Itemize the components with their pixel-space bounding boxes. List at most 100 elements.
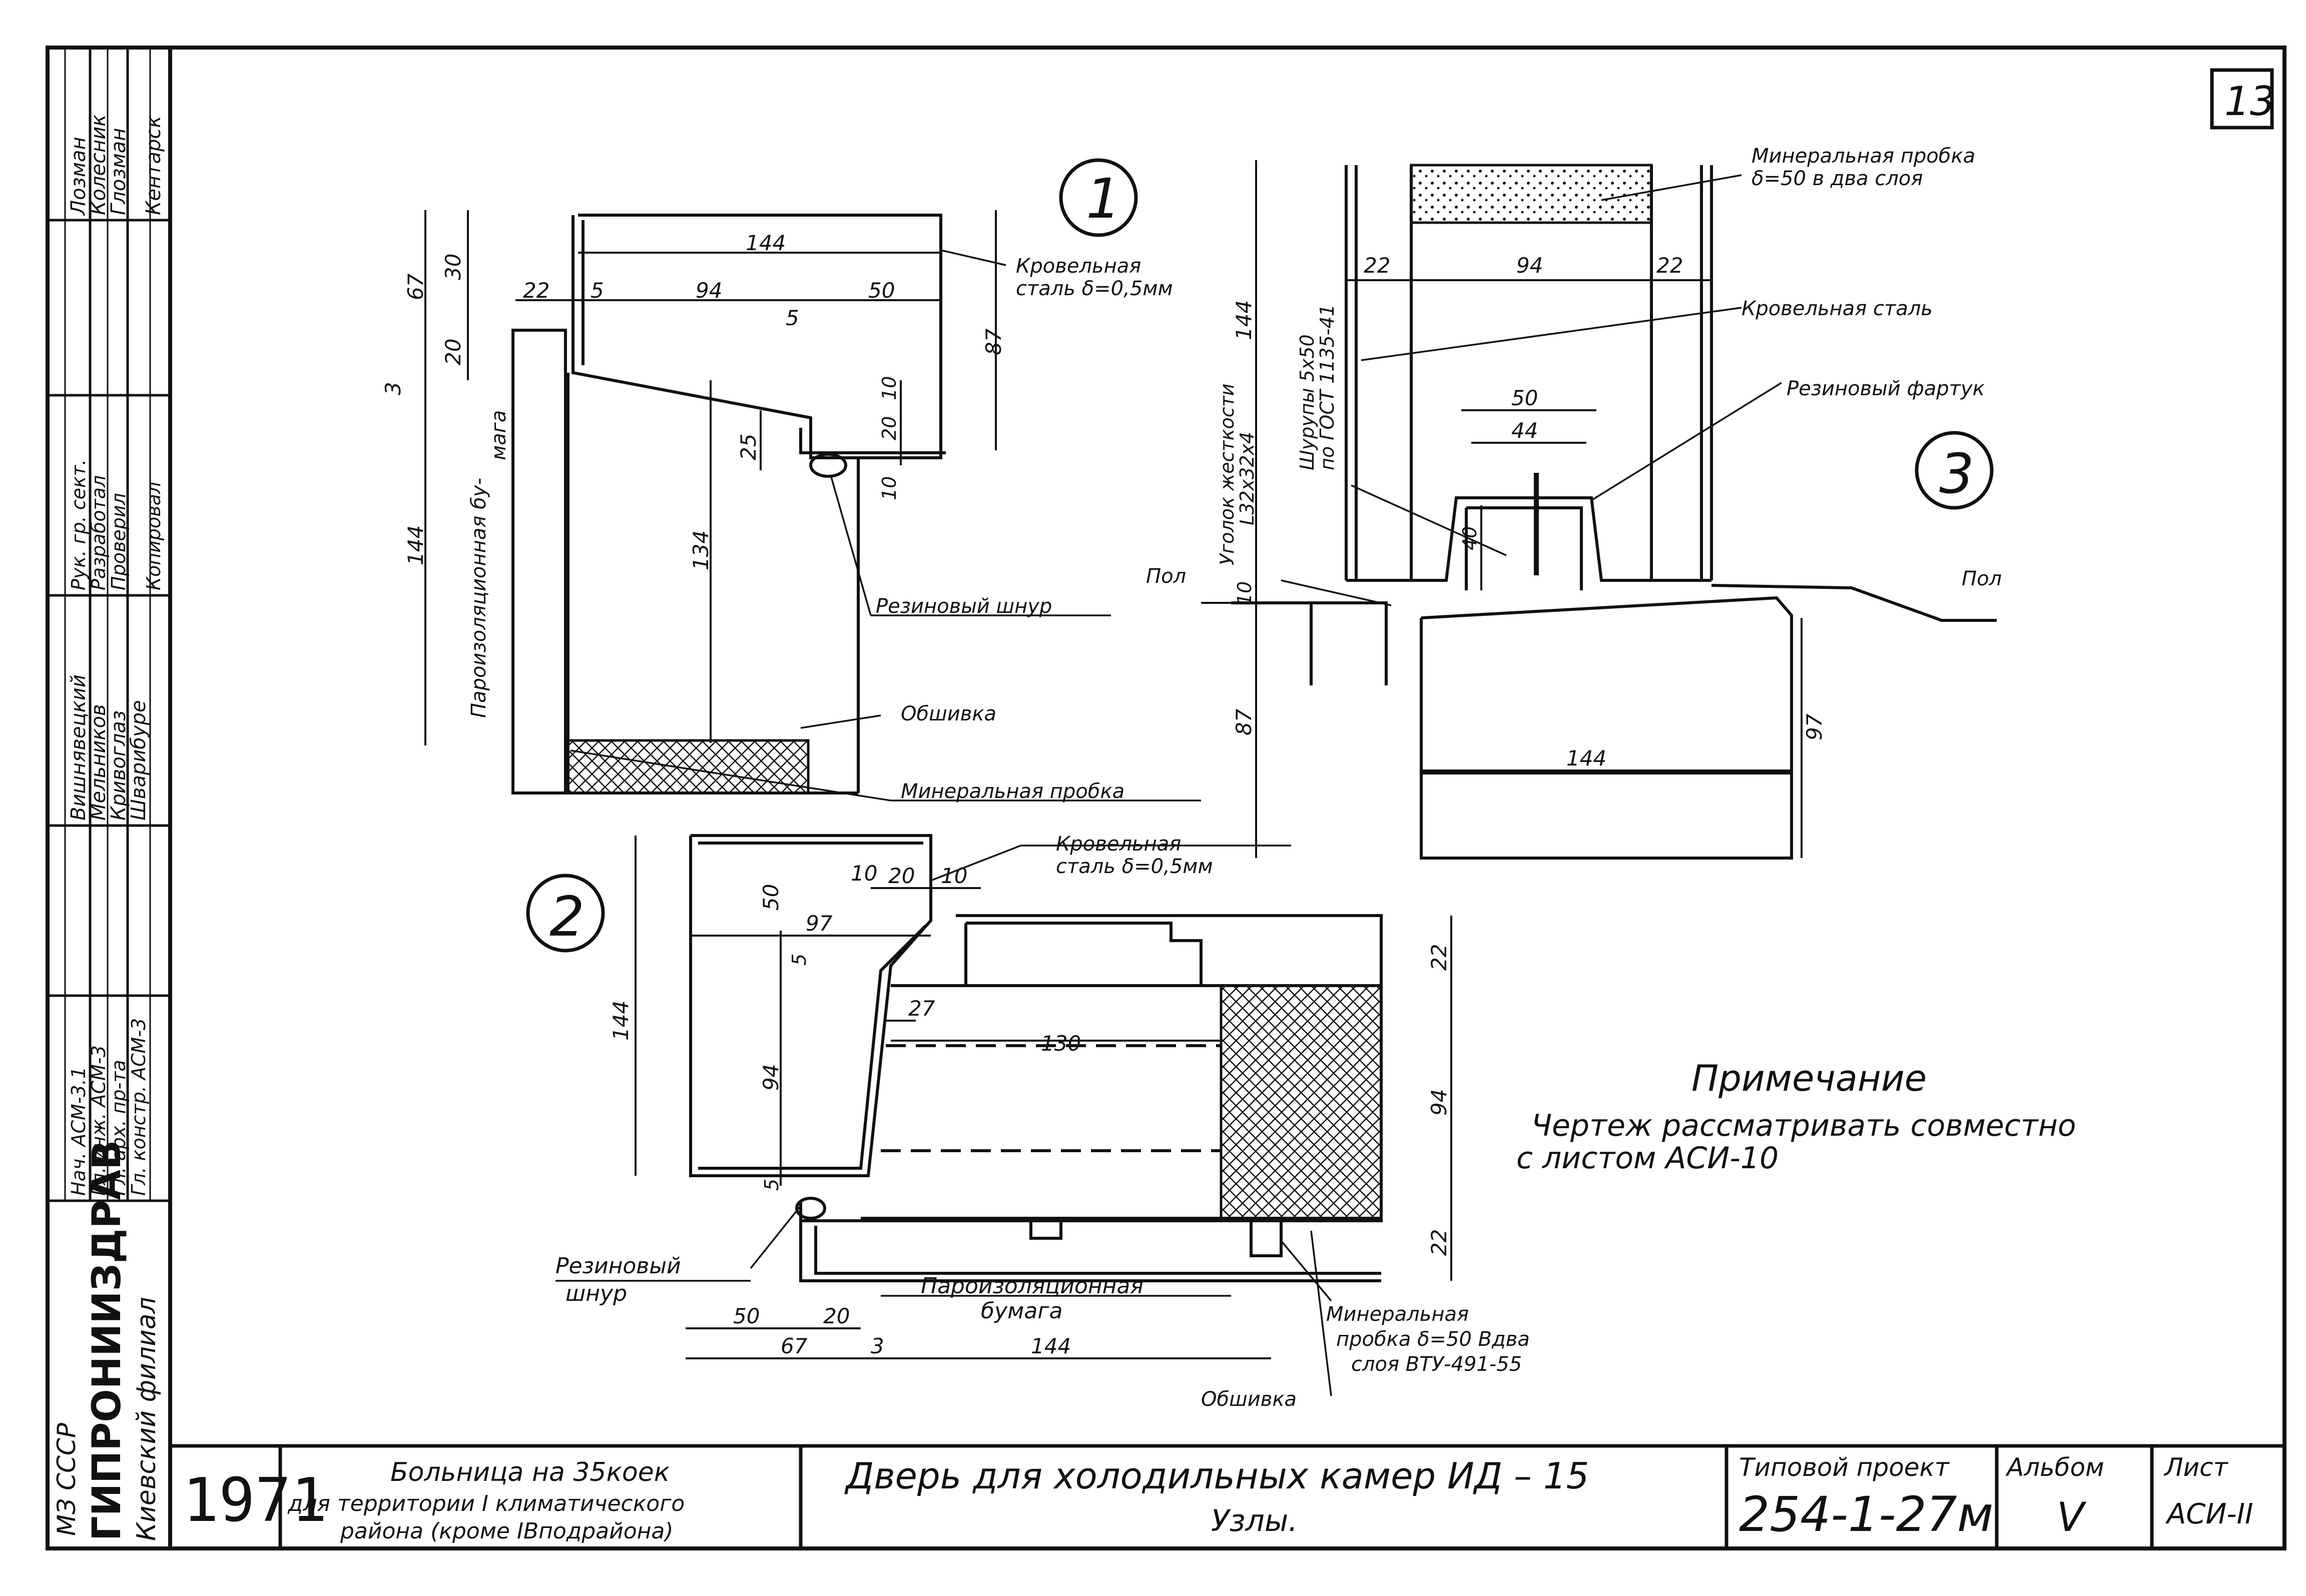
dim-2-r22b: 22 (1427, 1229, 1451, 1256)
stamp-org-name: ГИПРОНИИЗДРАВ (85, 1140, 130, 1541)
detail-2-leaders (555, 845, 1332, 1396)
dim-3-50: 50 (1511, 386, 1538, 410)
detail-1-label-vapor-2: мага (487, 410, 510, 460)
detail-1: 1 144 22 5 94 50 5 67 (381, 158, 1201, 803)
detail-2-label-roof-steel-1: Кровельная (1056, 833, 1181, 856)
dim-2-h5a: 5 (788, 954, 810, 966)
project-line-3: района (кроме IВподрайона) (340, 1518, 674, 1544)
title-block-grid (170, 1444, 2284, 1548)
note-line-2: с листом АСИ-10 (1516, 1141, 1779, 1176)
drawing-title-2: Узлы. (1211, 1503, 1298, 1538)
dim-2-h94: 94 (759, 1064, 783, 1091)
dim-1-h3: 3 (381, 382, 405, 395)
dim-1-h67: 67 (403, 273, 428, 300)
detail-3-label-mineral-1: Минеральная пробка (1752, 145, 1975, 168)
dim-2-r22a: 22 (1427, 944, 1451, 971)
detail-1-leaders (570, 249, 1201, 802)
sheet-number: 13 (2224, 78, 2275, 125)
stamp-role-3: Гл. констр. АСМ-3 (128, 1018, 150, 1196)
detail-3-label-floor-left: Пол (1146, 565, 1186, 588)
detail-1-callout-circle (1059, 158, 1138, 237)
stamp-name-4: Лозман (67, 137, 90, 216)
stamp-ministry: МЗ СССР (52, 1422, 81, 1536)
dim-2-b67: 67 (781, 1334, 808, 1358)
detail-1-label-mineral: Минеральная пробка (901, 780, 1124, 803)
dim-1-94: 94 (696, 278, 722, 303)
dim-1-22: 22 (523, 278, 549, 303)
dim-1-h10b: 10 (878, 476, 900, 500)
detail-2-mineral-cork (1220, 984, 1383, 1220)
dim-2-h50: 50 (759, 884, 783, 911)
detail-2-dimensions (635, 836, 1452, 1359)
dim-1-h10: 10 (878, 376, 900, 400)
detail-1-mineral-cork (566, 739, 810, 794)
stamp-branch: Киевский филиал (132, 1297, 162, 1541)
detail-2-label-roof-steel-2: сталь δ=0,5мм (1056, 855, 1213, 878)
detail-2-label-mineral-1: Минеральная (1326, 1303, 1469, 1326)
detail-2-label-vapor-1: Пароизоляционная (921, 1273, 1143, 1299)
side-stamp-grid (48, 48, 170, 1202)
detail-2-profile (689, 834, 1383, 1282)
dim-2-130: 130 (1041, 1031, 1081, 1056)
stamp-name-2: Кривоглаз (107, 710, 130, 821)
dim-2-b144: 144 (1031, 1334, 1071, 1358)
detail-3-dimensions (1201, 160, 1997, 858)
detail-2: 2 10 2 (526, 833, 1530, 1411)
detail-2-callout-circle (526, 874, 605, 953)
detail-3-leaders (1281, 174, 1782, 606)
dim-1-top-width: 144 (746, 231, 786, 255)
detail-3-label-mineral-2: δ=50 в два слоя (1752, 167, 1923, 190)
dim-3-22a: 22 (1364, 253, 1390, 278)
dim-2-20: 20 (888, 864, 915, 888)
stamp-name-0: Вишнявецкий (67, 674, 90, 821)
dim-3-94: 94 (1516, 253, 1543, 278)
detail-3-label-angle-2: L32x32x4 (1236, 432, 1258, 525)
stamp-role-6: Проверил (108, 493, 130, 590)
detail-1-label-rubber-cord: Резиновый шнур (876, 595, 1052, 618)
dim-3-h10: 10 (1234, 581, 1256, 605)
detail-3-mineral-cork (1410, 164, 1653, 224)
dim-1-h30: 30 (441, 254, 465, 280)
detail-2-label-rubber-cord-1: Резиновый (555, 1253, 681, 1279)
side-stamp: МЗ СССР ГИПРОНИИЗДРАВ Киевский филиал На… (52, 115, 165, 1541)
stamp-role-0: Нач. АСМ-3.1 (68, 1067, 90, 1196)
detail-1-label-vapor-1: Пароизоляционная бу- (467, 478, 490, 718)
dim-3-h97: 97 (1802, 713, 1827, 740)
stamp-name-7: Кентарск (142, 116, 165, 215)
detail-2-label-vapor-2: бумага (981, 1298, 1062, 1324)
dim-1-h20: 20 (441, 339, 465, 365)
stamp-role-1: Гл. инж. АСМ-3 (88, 1045, 110, 1196)
detail-1-dimensions (424, 210, 997, 745)
dim-2-97: 97 (806, 911, 833, 936)
detail-3-label-floor-right: Пол (1962, 567, 2002, 590)
dim-2-r94: 94 (1427, 1089, 1451, 1116)
detail-2-label-rubber-cord-2: шнур (565, 1281, 627, 1306)
typical-project-label: Типовой проект (1739, 1453, 1950, 1482)
note: Примечание Чертеж рассматривать совместн… (1516, 1057, 2076, 1176)
album-value: V (2057, 1494, 2087, 1540)
detail-3-label-angle-1: Уголок жесткости (1216, 383, 1238, 565)
dim-2-h5b: 5 (761, 1179, 783, 1191)
dim-1-h134: 134 (689, 530, 713, 570)
stamp-role-4: Рук. гр. сект. (68, 459, 90, 590)
stamp-name-3: Шварибуре (127, 700, 150, 821)
dim-2-h144: 144 (609, 1001, 633, 1041)
dim-1-h20b: 20 (878, 416, 900, 440)
detail-3-label-screws-1: Шурупы 5x50 (1296, 334, 1318, 470)
stamp-role-7: Копировал (143, 482, 165, 590)
detail-1-callout: 1 (1086, 167, 1121, 231)
dim-1-50: 50 (868, 278, 895, 303)
note-line-1: Чертеж рассматривать совместно (1531, 1108, 2076, 1143)
sheet-value: АСИ-II (2165, 1498, 2253, 1530)
dim-1-h87: 87 (981, 328, 1006, 355)
dim-2-27: 27 (908, 996, 935, 1021)
detail-1-label-lining: Обшивка (901, 702, 996, 725)
typical-project-number: 254-1-27м (1739, 1486, 1993, 1542)
dim-2-b50: 50 (733, 1304, 760, 1328)
title-year: 1971 (183, 1466, 327, 1535)
dim-3-h87: 87 (1232, 708, 1256, 735)
dim-1-h144: 144 (403, 525, 428, 565)
dim-1-5b: 5 (786, 306, 799, 330)
stamp-name-6: Глозман (107, 128, 130, 215)
